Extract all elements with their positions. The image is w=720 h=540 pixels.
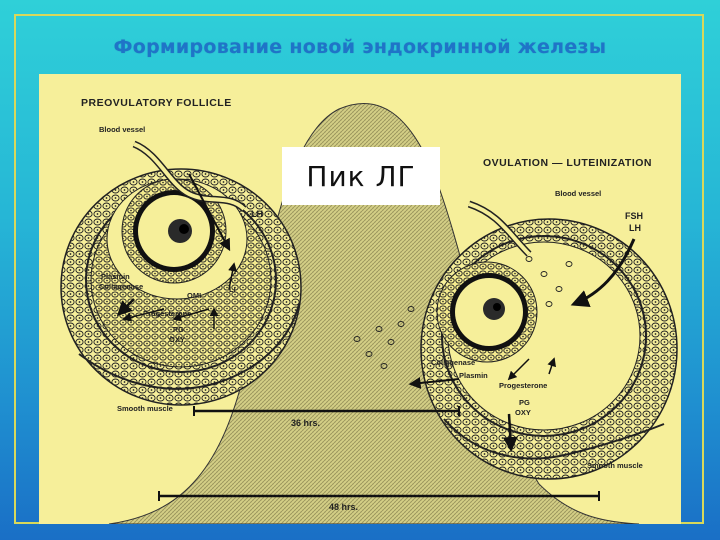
follicle-diagram: Пик ЛГ PREOVULATORY FOLLICLE Blood vesse… bbox=[39, 74, 681, 524]
right-collagenase-label: Collagenase bbox=[431, 359, 475, 367]
left-progesterone-label: Progesterone bbox=[143, 310, 191, 318]
left-omi-label: OMI bbox=[187, 292, 201, 300]
left-oxy-label: OXY bbox=[169, 336, 185, 344]
lh-peak-label-box: Пик ЛГ bbox=[282, 147, 440, 205]
diagram-artwork bbox=[39, 74, 681, 524]
left-smooth-muscle-label: Smooth muscle bbox=[117, 405, 173, 413]
right-plasmin-label: Plasmin bbox=[459, 372, 488, 380]
lh-peak-label: Пик ЛГ bbox=[306, 160, 415, 193]
right-lh-label: LH bbox=[629, 224, 641, 233]
duration-48hrs: 48 hrs. bbox=[329, 503, 358, 512]
right-pg-label: PG bbox=[519, 399, 530, 407]
preovulatory-follicle bbox=[61, 144, 301, 405]
duration-36hrs: 36 hrs. bbox=[291, 419, 320, 428]
right-fsh-label: FSH bbox=[625, 212, 643, 221]
right-heading: OVULATION — LUTEINIZATION bbox=[483, 158, 652, 169]
left-li-label: LI bbox=[229, 286, 236, 294]
left-plasmin-label: Plasmin bbox=[101, 273, 130, 281]
left-heading: PREOVULATORY FOLLICLE bbox=[81, 98, 232, 109]
left-collagenase-label: Collagenase bbox=[99, 283, 143, 291]
left-lh-label: LH bbox=[251, 210, 263, 219]
right-blood-vessel-label: Blood vessel bbox=[555, 190, 601, 198]
slide-title: Формирование новой эндокринной железы bbox=[0, 36, 720, 58]
left-pg-label: PG bbox=[173, 326, 184, 334]
right-smooth-muscle-label: Smooth muscle bbox=[587, 462, 643, 470]
left-blood-vessel-label: Blood vessel bbox=[99, 126, 145, 134]
right-oxy-label: OXY bbox=[515, 409, 531, 417]
right-progesterone-label: Progesterone bbox=[499, 382, 547, 390]
